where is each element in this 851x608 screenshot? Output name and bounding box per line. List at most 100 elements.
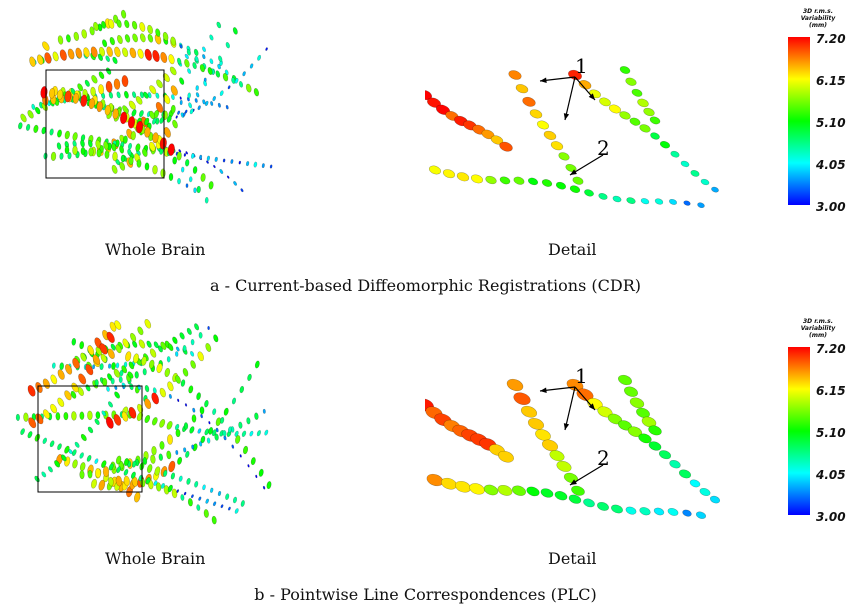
sulcal-line-point [208,427,214,435]
sulcal-line-point [41,471,47,478]
sulcal-line-point [212,408,217,416]
sulcal-line-point [699,487,711,497]
sulcal-line-point [200,435,206,444]
sulcal-line-point [72,459,78,469]
sulcal-line-point [184,403,188,407]
sulcal-line-point [213,334,219,343]
sulcal-line-point [219,90,224,97]
sulcal-line-point [34,475,40,483]
sulcal-line-point [535,429,551,441]
sulcal-line-point [144,385,150,393]
sulcal-line-point [190,351,195,357]
sulcal-line-point [217,102,221,108]
sulcal-line-point [206,155,211,161]
sulcal-line-point [149,141,156,152]
sulcal-line-point [187,68,192,74]
sulcal-line-point [176,151,182,161]
sulcal-line-point [64,90,72,103]
sulcal-line-point [554,491,568,501]
sulcal-line-point [231,77,236,84]
sulcal-line-point [680,160,690,168]
sulcal-line-point [101,410,107,417]
sulcal-line-point [186,478,191,485]
arrowhead [588,403,595,410]
sulcal-line-point [208,181,214,190]
sulcal-line-point [526,486,540,497]
sulcal-line-point [700,178,710,186]
sulcal-line-point [175,375,181,384]
sulcal-line-point [213,164,216,169]
sulcal-line-point [227,85,231,90]
sulcal-line-point [49,440,55,448]
sulcal-line-point [190,494,194,499]
sulcal-line-point [195,85,199,91]
colorbar-tick: 3.00 [816,200,846,214]
sulcal-line-point [188,176,193,183]
sulcal-line-point [99,343,108,355]
sulcal-line-point [247,464,250,468]
sulcal-line-point [649,116,661,125]
sulcal-line-point [152,117,157,125]
sulcal-line-point [79,462,86,472]
sulcal-line-point [101,20,107,29]
sulcal-line-point [131,109,137,117]
sulcal-line-point [194,481,199,488]
sulcal-line-point [36,54,44,65]
sulcal-line-point [136,412,144,422]
sulcal-line-point [119,145,125,154]
sulcal-line-point [185,151,188,155]
sulcal-line-point [42,378,50,389]
annotation-number: 2 [597,446,610,470]
sulcal-line-point [80,433,87,442]
sulcal-line-point [522,96,536,107]
sulcal-line-point [212,501,217,507]
sulcal-line-point [167,484,173,493]
sulcal-line-point [499,176,511,185]
sulcal-line-point [249,63,254,69]
sulcal-line-point [144,162,150,171]
sulcal-line-point [247,373,252,381]
sulcal-line-point [132,33,138,43]
sulcal-line-point [102,466,110,478]
sulcal-line-point [104,104,111,116]
sulcal-line-point [109,36,115,46]
sulcal-line-point [194,55,199,62]
sulcal-line-point [175,351,179,357]
sulcal-line-point [540,488,554,498]
sulcal-line-point [442,169,456,179]
sulcal-line-point [150,454,156,464]
sulcal-line-point [87,345,95,356]
sulcal-line-point [254,360,260,369]
sulcal-line-point [135,95,143,105]
sulcal-line-point [95,467,101,479]
sulcal-line-point [108,363,112,369]
figure-caption: b - Pointwise Line Correspondences (PLC) [254,585,597,604]
sulcal-line-point [56,142,62,150]
sulcal-line-point [212,96,216,102]
sulcal-line-point [225,42,230,49]
sulcal-line-point [254,412,259,420]
sulcal-line-point [231,397,237,405]
sulcal-line-point [144,319,152,329]
sulcal-line-point [127,148,132,156]
sulcal-line-point [113,368,121,378]
sulcal-line-point [34,433,41,442]
sulcal-line-point [214,156,218,162]
sulcal-line-point [183,447,187,453]
sulcal-line-point [118,376,123,383]
sulcal-line-point [98,84,105,95]
arrowhead [540,77,547,83]
sulcal-line-point [132,91,137,99]
sulcal-line-point [153,341,159,349]
sulcal-line-point [96,148,102,158]
whole-brain-visualization [18,9,273,204]
sulcal-line-point [156,363,163,374]
sulcal-line-point [120,111,128,125]
whole-brain-label: Whole Brain [105,549,206,568]
sulcal-line-point [86,455,92,462]
sulcal-line-point [67,48,75,60]
sulcal-line-point [190,338,195,346]
sulcal-line-point [170,472,176,480]
sulcal-line-point [114,320,122,330]
sulcal-line-point [262,485,266,490]
